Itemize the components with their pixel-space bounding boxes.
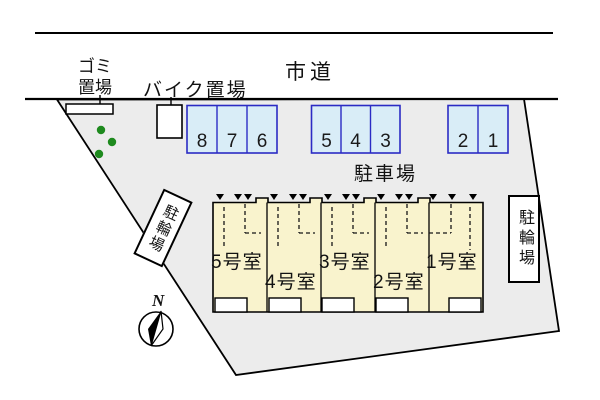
stair-dashed-lines [223, 204, 471, 250]
bicycle-parking-right-label: 駐輪場 [516, 209, 533, 269]
parking-space-number-1: 1 [487, 131, 499, 152]
room-label-1: 1号室 [426, 252, 478, 273]
garbage-area-label: ゴミ 置場 [69, 56, 121, 98]
garbage-area-rect [65, 103, 114, 115]
garbage-area-label-line2: 置場 [78, 78, 112, 97]
bicycle-parking-right-box: 駐輪場 [508, 195, 540, 283]
compass-needle-dark [148, 311, 161, 346]
parking-space-number-6: 6 [256, 131, 268, 152]
parking-space-number-7: 7 [226, 131, 238, 152]
parking-group-876 [186, 104, 278, 154]
parking-space-number-5: 5 [321, 131, 332, 152]
garbage-area-label-line1: ゴミ [78, 57, 112, 76]
tree-icon [107, 137, 117, 147]
car-parking-label: 駐車場 [354, 164, 418, 185]
tree-icon [94, 149, 104, 159]
bike-shed-rect [156, 104, 183, 139]
room-label-3: 3号室 [319, 252, 371, 273]
room-label-5: 5号室 [211, 252, 263, 273]
parking-space-number-8: 8 [196, 131, 208, 152]
room-label-4: 4号室 [265, 272, 317, 293]
bike-parking-label: バイク置場 [143, 80, 248, 101]
parking-space-number-4: 4 [350, 131, 361, 152]
tree-icon [96, 125, 106, 135]
room-label-2: 2号室 [373, 272, 425, 293]
parking-group-543 [310, 104, 401, 154]
north-label: N [152, 291, 165, 310]
building-outline [212, 197, 484, 313]
compass-needle-light [150, 310, 164, 347]
road-label: 市道 [285, 61, 335, 84]
parking-space-number-3: 3 [380, 131, 391, 152]
entrance-porches [214, 297, 482, 313]
compass [138, 310, 174, 347]
parking-space-number-2: 2 [457, 131, 469, 152]
entrance-marker-triangles [216, 194, 477, 200]
